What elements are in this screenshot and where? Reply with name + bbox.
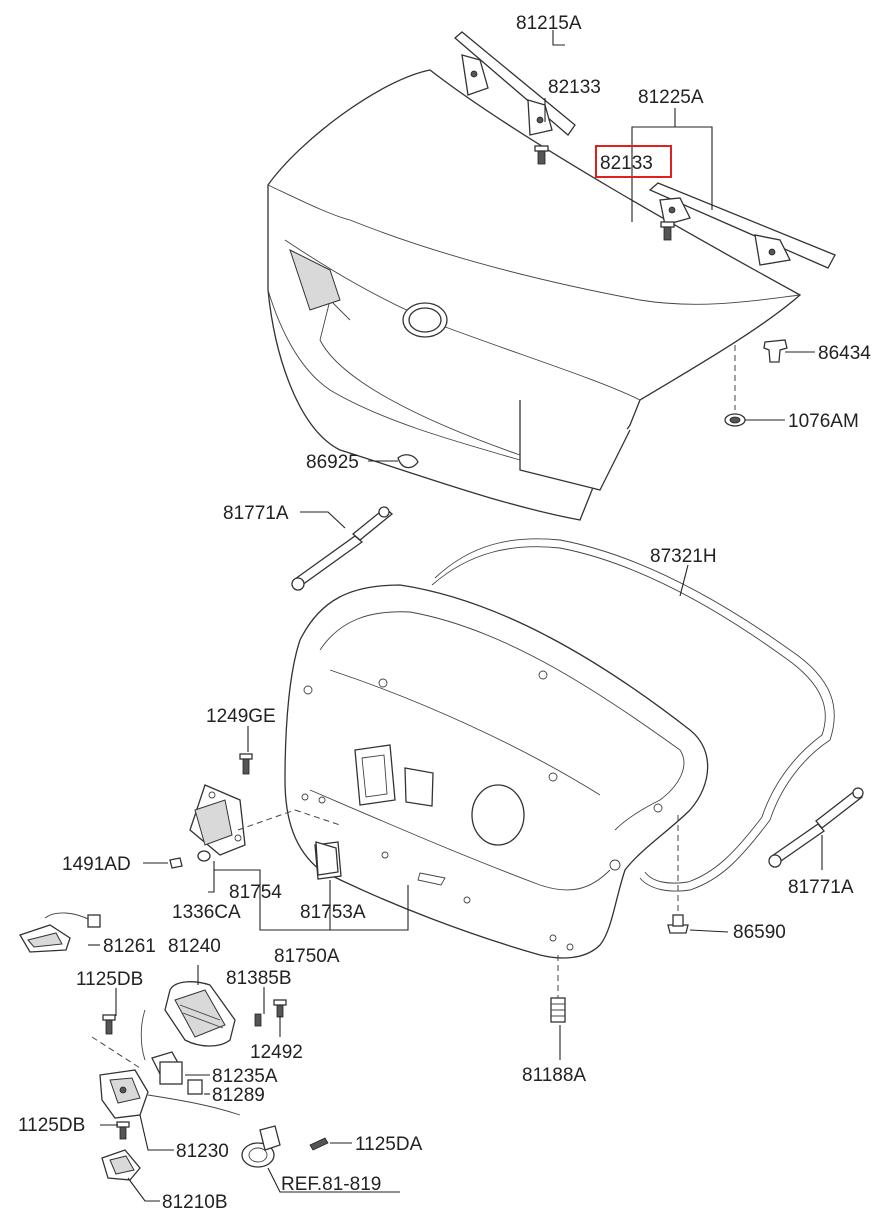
leader-lines [88,30,823,1202]
fastener-86590 [667,914,689,934]
switch-81235A [151,1051,183,1085]
label-81215A: 81215A [516,13,582,34]
screw-1125DB-bottom [116,1121,130,1140]
label-ref-81-819: REF.81-819 [281,1174,381,1195]
label-81240: 81240 [168,936,221,957]
lamp-81261 [19,912,101,953]
label-1125DA: 1125DA [355,1134,423,1155]
label-1249GE: 1249GE [206,706,276,727]
label-81771A-right: 81771A [788,877,854,898]
label-1491AD: 1491AD [62,854,131,875]
trunk-lid [267,69,802,521]
nut-1336CA [197,850,211,862]
label-87321H: 87321H [650,546,717,567]
label-86590: 86590 [733,922,786,943]
hinge-81225A [648,182,836,269]
label-1336CA: 1336CA [172,902,241,923]
screw-12492 [273,999,287,1018]
key-cylinder [241,1125,281,1168]
label-81385B: 81385B [226,968,292,989]
fastener-81188A [550,997,566,1023]
label-82133-highlighted: 82133 [600,153,653,174]
gas-strut-left [291,506,394,591]
label-12492: 12492 [250,1042,303,1063]
gas-strut-right [768,787,864,868]
handle-81754 [189,784,246,856]
label-81750A: 81750A [274,946,340,967]
striker-81210B [101,1149,141,1181]
label-81261: 81261 [103,936,156,957]
highlight-box-82133 [595,145,672,178]
label-1125DB-top: 1125DB [76,969,143,990]
bolt-82133-right [660,221,675,241]
label-86925: 86925 [306,452,359,473]
nut-1491AD [169,857,183,869]
cover-81753A [315,841,339,876]
actuator-81240 [140,981,236,1061]
part-labels: 81215A 82133 81225A 82133 86434 1076AM 8… [18,13,871,1211]
screw-81385B [254,1013,262,1027]
label-86434: 86434 [818,343,871,364]
screw-1249GE [239,753,253,775]
label-81188A: 81188A [522,1065,586,1086]
screw-1125DA [309,1137,329,1151]
grommet-1076AM [724,413,746,427]
label-81230: 81230 [176,1141,229,1162]
label-1076AM: 1076AM [788,411,859,432]
label-81289: 81289 [212,1085,265,1106]
label-81210B: 81210B [162,1192,228,1211]
bolt-82133-left [534,145,549,165]
screw-1125DB-top [102,1014,116,1035]
label-81235A: 81235A [212,1066,278,1087]
label-81225A-top: 81225A [638,87,704,108]
latch-81230 [99,1069,241,1119]
weatherstrip-87321H [431,538,835,892]
label-1125DB-bottom: 1125DB [18,1115,85,1136]
label-82133-top: 82133 [548,77,601,98]
label-81753A: 81753A [300,902,366,923]
bumper-86434 [763,339,788,363]
label-81771A-left: 81771A [223,503,289,524]
label-81754: 81754 [229,882,282,903]
bracket-81289 [187,1079,203,1095]
